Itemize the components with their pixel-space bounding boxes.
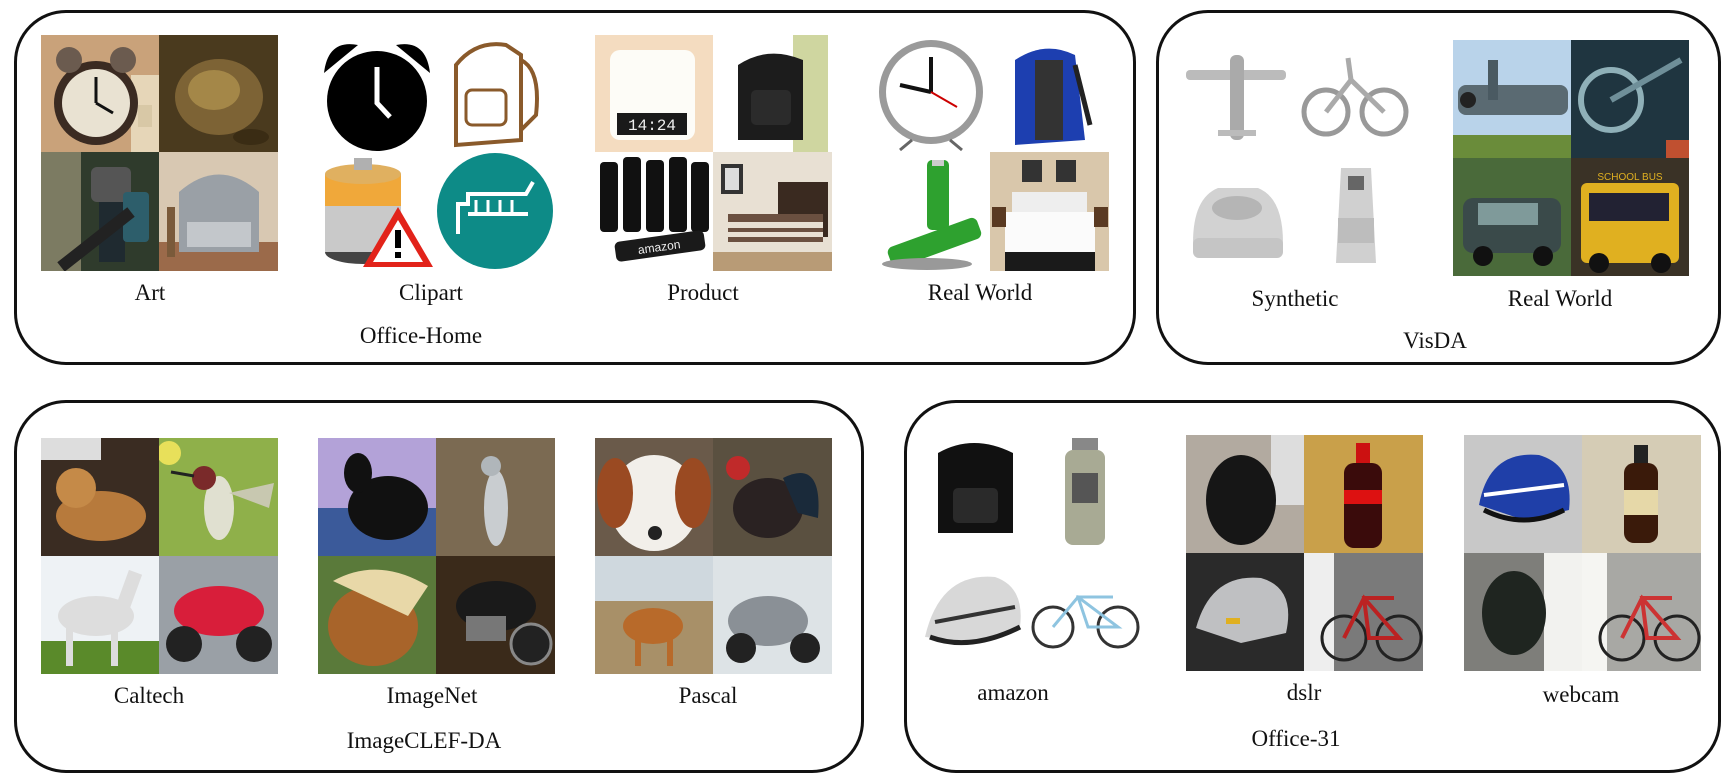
- domain-label-product: Product: [667, 280, 739, 305]
- visda-real-bicycle-image: [1571, 40, 1689, 158]
- imagenet-horse-image: [318, 556, 436, 674]
- dslr-bottle-image: [1304, 435, 1423, 553]
- clock-display-text: 14:24: [628, 117, 676, 135]
- dataset-title-visda: VisDA: [1403, 328, 1467, 353]
- caltech-dog-image: [41, 438, 159, 556]
- domain-label-real-world-office-home: Real World: [927, 280, 1033, 305]
- realworld-battery-image: [872, 152, 990, 271]
- domain-label-webcam: webcam: [1542, 682, 1620, 707]
- imagenet-motorbike-image: [436, 556, 555, 674]
- dslr-bicycle-image: [1304, 553, 1423, 671]
- visda-real-bus-image: SCHOOL BUS: [1571, 158, 1689, 276]
- bus-sign-text: SCHOOL BUS: [1597, 172, 1663, 183]
- imageclef-panel: [14, 400, 864, 773]
- product-bed-image: [713, 152, 832, 271]
- pascal-motorbike-image: [713, 556, 832, 674]
- amazon-backpack-image: [923, 433, 1030, 548]
- dataset-title-office-home: Office-Home: [359, 323, 483, 348]
- art-backpack-image: [159, 35, 278, 152]
- webcam-bottle-image: [1582, 435, 1701, 553]
- clipart-bed-image: [436, 152, 555, 271]
- visda-real-car-image: [1453, 158, 1571, 276]
- dataset-title-imageclef: ImageCLEF-DA: [346, 728, 502, 753]
- webcam-bicycle-image: [1582, 553, 1701, 671]
- dslr-backpack-image: [1186, 435, 1304, 553]
- amazon-bicycle-image: [1028, 562, 1143, 670]
- synthetic-plane-image: [1178, 40, 1296, 158]
- pascal-dog-image: [595, 438, 713, 556]
- battery-brand-text: amazon: [637, 237, 681, 257]
- synthetic-car-image: [1178, 158, 1296, 276]
- domain-label-real-world-visda: Real World: [1507, 286, 1613, 311]
- domain-label-amazon: amazon: [977, 680, 1049, 705]
- visda-panel: [1156, 10, 1721, 365]
- imagenet-bird-image: [436, 438, 555, 556]
- amazon-bottle-image: [1030, 433, 1140, 548]
- domain-label-synthetic: Synthetic: [1251, 286, 1339, 311]
- realworld-bed-image: [990, 152, 1109, 271]
- domain-label-caltech: Caltech: [113, 683, 185, 708]
- domain-label-pascal: Pascal: [678, 683, 738, 708]
- amazon-helmet-image: [920, 562, 1028, 670]
- synthetic-bus-image: [1296, 158, 1414, 276]
- domain-label-imagenet: ImageNet: [386, 683, 478, 708]
- caltech-motorbike-image: [159, 556, 278, 674]
- webcam-backpack-image: [1464, 553, 1582, 671]
- pascal-horse-image: [595, 556, 713, 674]
- domain-label-dslr: dslr: [1286, 680, 1322, 705]
- office-home-panel: [14, 10, 1136, 365]
- visda-real-plane-image: [1453, 40, 1571, 158]
- caltech-bird-image: [159, 438, 278, 556]
- dslr-helmet-image: [1186, 553, 1304, 671]
- product-backpack-image: [713, 35, 832, 152]
- domain-label-art: Art: [134, 280, 166, 305]
- webcam-helmet-image: [1464, 435, 1582, 553]
- pascal-bird-image: [713, 438, 832, 556]
- synthetic-bicycle-image: [1296, 40, 1414, 158]
- office31-panel: [904, 400, 1721, 773]
- product-battery-image: amazon: [595, 152, 713, 271]
- clipart-battery-image: [318, 152, 436, 271]
- imagenet-dog-image: [318, 438, 436, 556]
- art-battery-image: [41, 152, 159, 271]
- realworld-backpack-image: [990, 35, 1109, 152]
- dataset-title-office31: Office-31: [1251, 726, 1341, 751]
- caltech-horse-image: [41, 556, 159, 674]
- art-bed-image: [159, 152, 278, 271]
- domain-label-clipart: Clipart: [399, 280, 463, 305]
- clipart-backpack-image: [436, 35, 555, 152]
- clipart-clock-image: [318, 35, 436, 152]
- product-clock-image: 14:24: [595, 35, 713, 152]
- art-clock-image: [41, 35, 159, 152]
- realworld-clock-image: [872, 35, 990, 152]
